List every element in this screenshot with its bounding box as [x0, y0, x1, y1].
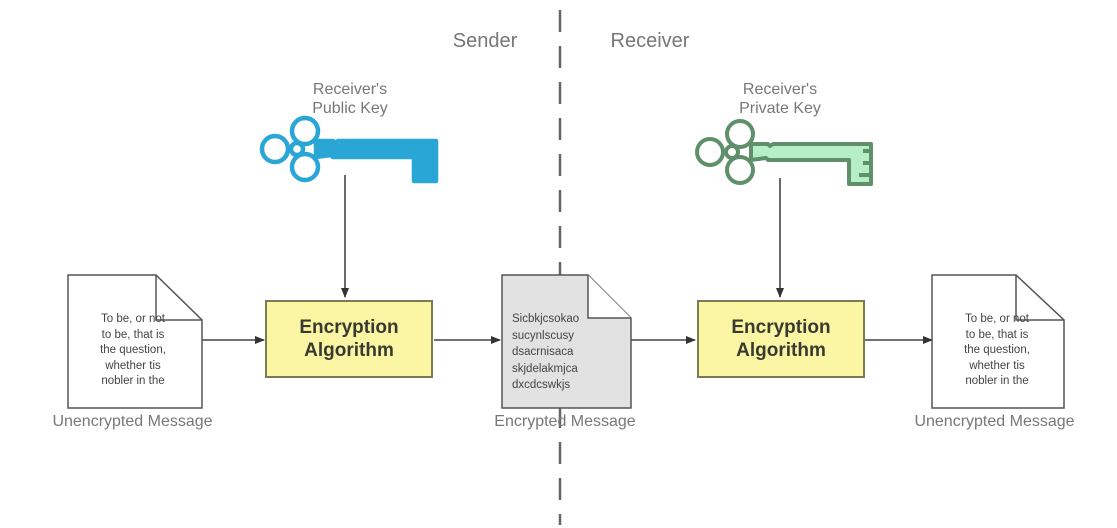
unencrypted-message-left-text: To be, or not to be, that is the questio… [72, 312, 194, 390]
unencrypted-message-right-text: To be, or not to be, that is the questio… [936, 312, 1058, 390]
text-line: nobler in the [965, 375, 1029, 387]
page-fold [587, 275, 631, 319]
decryption-algorithm-line1: Encryption [731, 317, 831, 338]
text-line: to be, that is [101, 328, 165, 341]
text-line: nobler in the [101, 375, 165, 387]
private-key-label: Receiver's Private Key [710, 80, 850, 118]
encrypted-message-caption: Encrypted Message [494, 413, 636, 430]
decryption-algorithm-box: Encryption Algorithm [697, 300, 865, 378]
private-key-icon [695, 119, 873, 186]
encrypted-message-text: Sicbkjcsokao sucynlscusy dsacrnisaca skj… [512, 311, 628, 394]
text-line: Sicbkjcsokao [512, 313, 580, 325]
public-key-icon [259, 115, 439, 184]
encryption-algorithm-line1: Encryption [299, 317, 399, 338]
private-key-label-line2: Private Key [739, 100, 821, 117]
encryption-algorithm-line2: Algorithm [304, 340, 394, 361]
text-line: to be, that is [965, 328, 1029, 341]
unencrypted-message-right-caption: Unencrypted Message [914, 413, 1075, 430]
text-line: skjdelakmjca [512, 362, 578, 375]
private-key-label-line1: Receiver's [742, 81, 818, 98]
public-key-label-line1: Receiver's [312, 81, 388, 98]
text-line: the question, [100, 344, 166, 356]
unencrypted-message-left-page [67, 274, 203, 409]
text-line: sucynlscusy [512, 329, 574, 342]
unencrypted-message-left-caption: Unencrypted Message [52, 413, 213, 430]
public-key-label: Receiver's Public Key [280, 80, 420, 118]
public-key-label-line2: Public Key [312, 100, 388, 117]
page-fold [1015, 275, 1064, 321]
unencrypted-message-right-page [931, 274, 1065, 409]
text-line: dsacrnisaca [512, 346, 574, 358]
text-line: To be, or not [965, 313, 1029, 325]
decryption-algorithm-line2: Algorithm [736, 340, 826, 361]
text-line: the question, [964, 344, 1030, 356]
sender-label: Sender [452, 30, 518, 52]
text-line: whether tis [969, 359, 1025, 372]
receiver-label: Receiver [610, 30, 690, 52]
page-fold [155, 275, 202, 321]
text-line: To be, or not [101, 313, 165, 325]
encryption-algorithm-box: Encryption Algorithm [265, 300, 433, 378]
text-line: dxcdcswkjs [512, 379, 571, 391]
text-line: whether tis [105, 359, 161, 372]
